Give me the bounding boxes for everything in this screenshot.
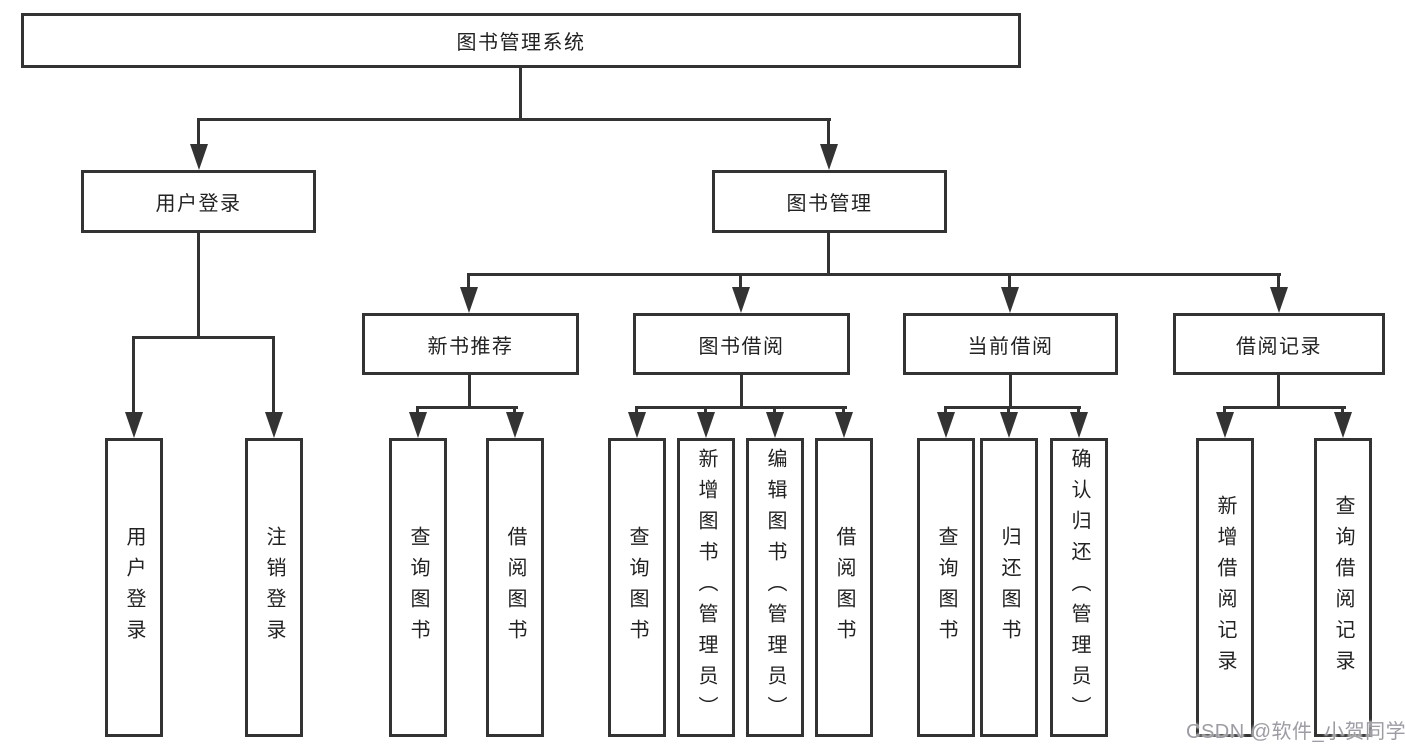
arrow-down-icon: [1000, 412, 1018, 438]
node-label: 新增借阅记录: [1214, 494, 1236, 681]
connector-line: [1223, 406, 1346, 409]
node-label: 查询图书: [626, 525, 648, 650]
leaf-query-books-current: 查询图书: [917, 438, 975, 737]
connector-line: [513, 406, 516, 416]
connector-line: [467, 273, 1281, 276]
node-current-borrowing: 当前借阅: [903, 313, 1118, 375]
leaf-add-borrow-record: 新增借阅记录: [1196, 438, 1254, 737]
node-label: 确认归还（管理员）: [1068, 448, 1090, 727]
connector-line: [944, 406, 1081, 409]
connector-line: [132, 336, 275, 339]
arrow-down-icon: [1070, 412, 1088, 438]
arrow-down-icon: [937, 412, 955, 438]
arrow-down-icon: [766, 412, 784, 438]
node-book-borrowing: 图书借阅: [633, 313, 850, 375]
connector-line: [1277, 375, 1280, 408]
leaf-borrow-books: 借阅图书: [815, 438, 873, 737]
node-label: 图书管理系统: [456, 32, 586, 54]
connector-line: [467, 273, 470, 293]
leaf-query-books-recommend: 查询图书: [389, 438, 447, 737]
connector-line: [773, 406, 776, 416]
connector-line: [635, 406, 638, 416]
node-user-login: 用户登录: [81, 170, 316, 233]
node-library-management-system: 图书管理系统: [21, 13, 1021, 68]
connector-line: [1341, 406, 1344, 416]
node-label: 图书管理: [786, 193, 873, 215]
leaf-query-books-borrowing: 查询图书: [608, 438, 666, 737]
node-label: 查询图书: [407, 525, 429, 650]
arrow-down-icon: [732, 287, 750, 313]
arrow-down-icon: [125, 412, 143, 438]
arrow-down-icon: [1270, 287, 1288, 313]
arrow-down-icon: [1001, 287, 1019, 313]
connector-line: [1223, 406, 1226, 416]
connector-line: [704, 406, 707, 416]
csdn-watermark: CSDN @软件_小贺同学: [1186, 721, 1405, 743]
arrow-down-icon: [820, 144, 838, 170]
connector-line: [519, 68, 522, 120]
arrow-down-icon: [697, 412, 715, 438]
leaf-query-borrow-record: 查询借阅记录: [1314, 438, 1372, 737]
node-book-management: 图书管理: [712, 170, 947, 233]
connector-line: [944, 406, 947, 416]
leaf-confirm-return-admin: 确认归还（管理员）: [1050, 438, 1108, 737]
connector-line: [132, 336, 135, 416]
connector-line: [1007, 406, 1010, 416]
node-label: 图书借阅: [698, 335, 785, 358]
connector-line: [827, 118, 830, 148]
arrow-down-icon: [190, 144, 208, 170]
connector-line: [197, 233, 200, 338]
connector-line: [635, 406, 847, 409]
node-label: 用户登录: [155, 193, 242, 215]
arrow-down-icon: [628, 412, 646, 438]
connector-line: [1277, 273, 1280, 293]
node-label: 新增图书（管理员）: [695, 448, 717, 727]
node-label: 查询借阅记录: [1332, 494, 1354, 681]
node-new-book-recommendation: 新书推荐: [362, 313, 579, 375]
leaf-user-login: 用户登录: [105, 438, 163, 737]
node-label: 当前借阅: [967, 335, 1054, 358]
arrow-down-icon: [1334, 412, 1352, 438]
arrow-down-icon: [460, 287, 478, 313]
leaf-borrow-books-recommend: 借阅图书: [486, 438, 544, 737]
connector-line: [416, 406, 419, 416]
leaf-logout: 注销登录: [245, 438, 303, 737]
arrow-down-icon: [409, 412, 427, 438]
connector-line: [740, 375, 743, 408]
connector-line: [827, 233, 830, 275]
connector-line: [468, 375, 471, 408]
arrow-down-icon: [506, 412, 524, 438]
leaf-add-books-admin: 新增图书（管理员）: [677, 438, 735, 737]
node-label: 借阅图书: [833, 525, 855, 650]
node-borrowing-records: 借阅记录: [1173, 313, 1385, 375]
node-label: 编辑图书（管理员）: [764, 448, 786, 727]
connector-line: [1009, 375, 1012, 408]
connector-line: [842, 406, 845, 416]
connector-line: [739, 273, 742, 293]
node-label: 查询图书: [935, 525, 957, 650]
arrow-down-icon: [835, 412, 853, 438]
connector-line: [272, 336, 275, 416]
connector-line: [197, 118, 200, 148]
connector-line: [1077, 406, 1080, 416]
node-label: 借阅图书: [504, 525, 526, 650]
leaf-return-books: 归还图书: [980, 438, 1038, 737]
leaf-edit-books-admin: 编辑图书（管理员）: [746, 438, 804, 737]
node-label: 借阅记录: [1236, 335, 1322, 358]
node-label: 注销登录: [263, 525, 285, 650]
node-label: 归还图书: [998, 525, 1020, 650]
arrow-down-icon: [265, 412, 283, 438]
arrow-down-icon: [1216, 412, 1234, 438]
connector-line: [416, 406, 518, 409]
node-label: 用户登录: [123, 525, 145, 650]
connector-line: [1008, 273, 1011, 293]
connector-line: [197, 118, 831, 121]
node-label: 新书推荐: [427, 335, 514, 358]
